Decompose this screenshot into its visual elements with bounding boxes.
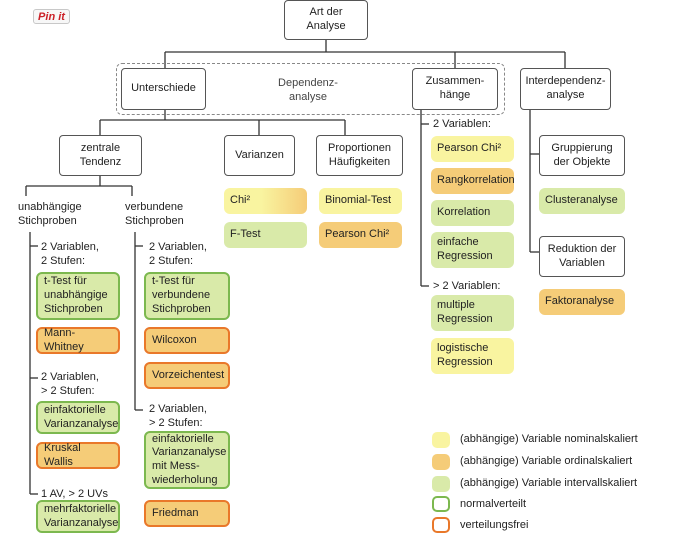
- interdependenz-node: Interdependenz- analyse: [520, 68, 611, 110]
- t-test-verbunden-box: t-Test für verbundene Stichproben: [144, 272, 230, 320]
- legend-ordinal-swatch: [432, 454, 450, 470]
- legend-normal-swatch: [432, 496, 450, 512]
- friedman-box: Friedman: [144, 500, 230, 527]
- legend-nominal-label: (abhängige) Variable nominalskaliert: [460, 433, 638, 445]
- v-2var-2stufen-label: 2 Variablen, 2 Stufen:: [149, 241, 207, 267]
- pin-it-button[interactable]: Pin it: [33, 9, 70, 24]
- unabhaengig-label: unabhängige Stichproben: [18, 201, 82, 227]
- z-2var-label: 2 Variablen:: [433, 118, 491, 130]
- faktoranalyse-box: Faktoranalyse: [539, 289, 625, 315]
- verbunden-label: verbundene Stichproben: [125, 201, 184, 227]
- legend-ordinal-label: (abhängige) Variable ordinalskaliert: [460, 455, 633, 467]
- legend-intervall-label: (abhängige) Variable intervallskaliert: [460, 477, 638, 489]
- chi2-box: Chi²: [224, 188, 307, 214]
- zusammenhaenge-node: Zusammen- hänge: [412, 68, 498, 110]
- legend-nominal-swatch: [432, 432, 450, 448]
- pearson-chi2-box: Pearson Chi²: [431, 136, 514, 162]
- u-1av-label: 1 AV, > 2 UVs: [41, 488, 108, 500]
- binomial-test-box: Binomial-Test: [319, 188, 402, 214]
- einf-varianzanalyse-box: einfaktorielle Varianzanalyse: [36, 401, 120, 434]
- f-test-box: F-Test: [224, 222, 307, 248]
- root-node: Art der Analyse: [284, 0, 368, 40]
- wilcoxon-box: Wilcoxon: [144, 327, 230, 354]
- proportionen-node: Proportionen Häufigkeiten: [316, 135, 403, 176]
- u-2var-2stufen-label: 2 Variablen, 2 Stufen:: [41, 241, 99, 267]
- einfache-regression-box: einfache Regression: [431, 232, 514, 268]
- t-test-unabhaengig-box: t-Test für unabhängige Stichproben: [36, 272, 120, 320]
- gruppierung-node: Gruppierung der Objekte: [539, 135, 625, 176]
- varianzen-node: Varianzen: [224, 135, 295, 176]
- logistische-regression-box: logistische Regression: [431, 338, 514, 374]
- reduktion-node: Reduktion der Variablen: [539, 236, 625, 277]
- pearson-chi2-prop-box: Pearson Chi²: [319, 222, 402, 248]
- korrelation-box: Korrelation: [431, 200, 514, 226]
- legend-frei-swatch: [432, 517, 450, 533]
- zentrale-tendenz-node: zentrale Tendenz: [59, 135, 142, 176]
- u-2var-g2stufen-label: 2 Variablen, > 2 Stufen:: [41, 371, 99, 397]
- mehrf-varianzanalyse-box: mehrfaktorielle Varianzanalyse: [36, 500, 120, 533]
- unterschiede-node: Unterschiede: [121, 68, 206, 110]
- multiple-regression-box: multiple Regression: [431, 295, 514, 331]
- z-g2var-label: > 2 Variablen:: [433, 280, 501, 292]
- clusteranalyse-box: Clusteranalyse: [539, 188, 625, 214]
- vorzeichentest-box: Vorzeichentest: [144, 362, 230, 389]
- mann-whitney-box: Mann-Whitney: [36, 327, 120, 354]
- kruskal-wallis-box: Kruskal Wallis: [36, 442, 120, 469]
- legend-intervall-swatch: [432, 476, 450, 492]
- dependenz-group: [116, 63, 505, 115]
- legend-frei-label: verteilungsfrei: [460, 519, 529, 531]
- dependenz-label: Dependenz- analyse: [278, 77, 338, 103]
- einf-varianzanalyse-mw-box: einfaktorielle Varianzanalyse mit Mess- …: [144, 431, 230, 489]
- v-2var-g2stufen-label: 2 Variablen, > 2 Stufen:: [149, 403, 207, 429]
- rangkorrelation-box: Rangkorrelation: [431, 168, 515, 194]
- legend-normal-label: normalverteilt: [460, 498, 527, 510]
